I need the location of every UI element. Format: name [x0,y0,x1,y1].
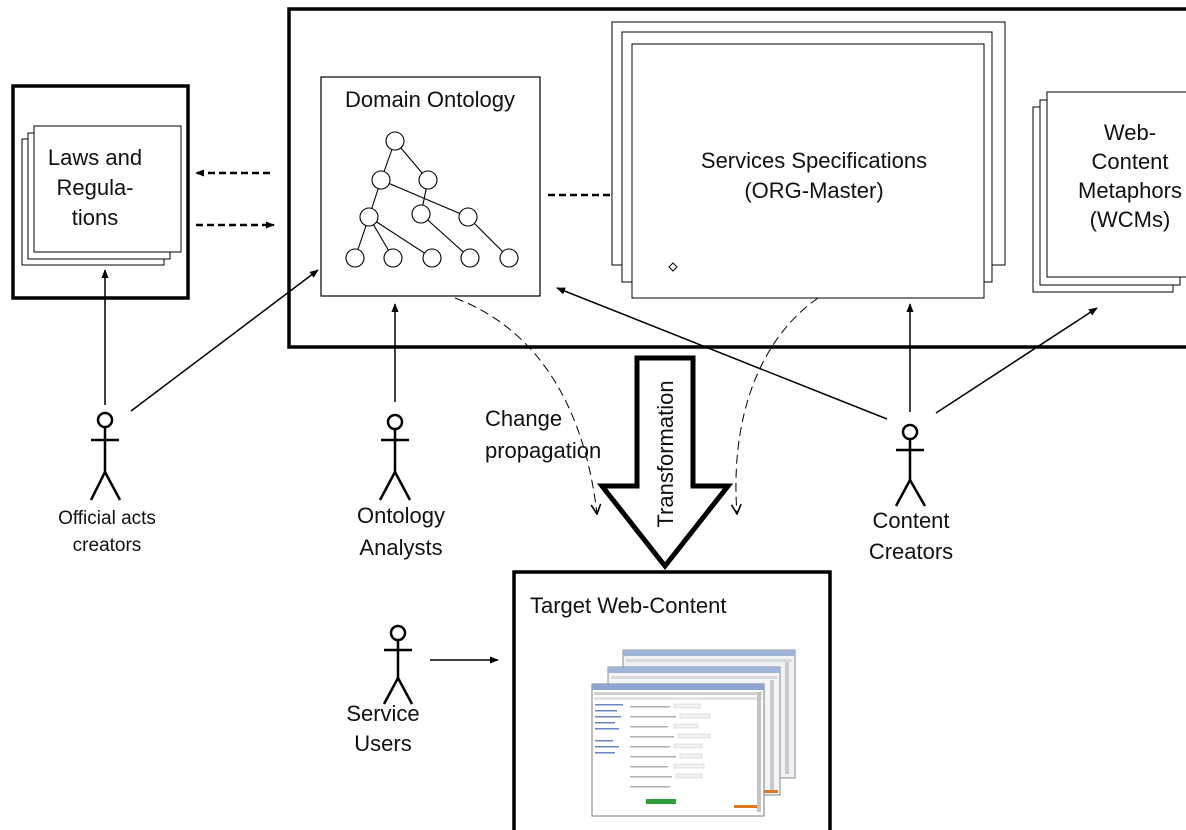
services-label-line2: (ORG-Master) [744,178,883,203]
stick-figure-icon [382,624,414,705]
actor-ontology-analysts: Ontology Analysts [357,413,445,560]
analysts-label-line2: Analysts [359,535,442,560]
transformation-label: Transformation [653,380,678,527]
target-title: Target Web-Content [530,593,726,618]
stick-figure-icon [894,423,927,507]
services-page-front [631,43,985,299]
transformation-arrow: Transformation [596,355,734,571]
laws-page-front [33,125,182,253]
actor-service-users: Service Users [346,624,420,756]
wcm-label-line2: Content [1091,149,1168,174]
web-page-screenshots-graphic [591,649,796,817]
change-propagation-curve-right [736,297,819,514]
change-propagation-line2: propagation [485,438,601,463]
wcm-label-line1: Web- [1104,120,1156,145]
transformation-arrow-shape [596,355,734,571]
arrow-official-to-ontology [130,269,319,412]
users-label-line2: Users [354,731,411,756]
wcm-box: Web- Content Metaphors (WCMs) [1032,91,1186,293]
change-propagation-line1: Change [485,406,562,431]
content-label-line1: Content [872,508,949,533]
arrow-content-to-wcm [935,307,1098,414]
actor-official-acts-creators: Official acts creators [58,411,156,556]
ontology-tree-graphic [345,131,519,268]
arrow-content-to-ontology [556,287,888,420]
official-label-line2: creators [73,535,142,556]
wcm-page-front [1046,91,1186,278]
stick-figure-icon [89,411,122,501]
domain-ontology-title: Domain Ontology [345,87,515,112]
analysts-label-line1: Ontology [357,503,445,528]
wcm-label-line3: Metaphors [1078,178,1182,203]
services-label-line1: Services Specifications [701,148,927,173]
laws-label-line2: Regula- [56,175,133,200]
users-label-line1: Service [346,701,419,726]
change-propagation-curve-left [454,297,597,514]
diamond-marker-icon [668,262,678,272]
domain-ontology-box: Domain Ontology [320,76,541,297]
stick-figure-icon [378,413,412,501]
actor-content-creators: Content Creators [869,423,953,564]
laws-label-line1: Laws and [48,145,142,170]
services-spec-box: Services Specifications (ORG-Master) [611,21,1006,299]
screenshot-front [591,683,765,817]
wcm-label-line4: (WCMs) [1090,207,1171,232]
laws-label-line3: tions [72,205,118,230]
official-label-line1: Official acts [58,508,156,529]
content-label-line2: Creators [869,539,953,564]
laws-regulations-group: Laws and Regula- tions [11,84,190,300]
main-system-frame [287,7,1186,349]
target-web-content-box: Target Web-Content [512,570,832,830]
